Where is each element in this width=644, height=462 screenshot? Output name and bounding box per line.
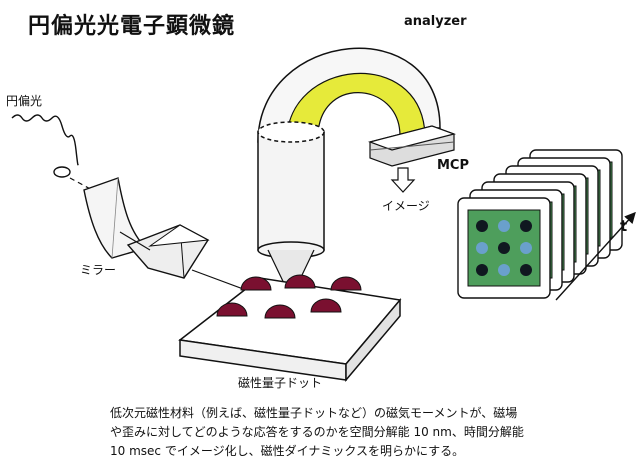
label-time-axis: t xyxy=(620,217,628,235)
electron-column xyxy=(257,121,325,300)
frame-dot xyxy=(498,264,510,276)
frame-dot xyxy=(476,264,488,276)
caption-line: 10 msec でイメージ化し、磁性ダイナミックスを明らかにする。 xyxy=(110,444,465,458)
frame-dot xyxy=(498,220,510,232)
caption-line: や歪みに対してどのような応答をするのかを空間分解能 10 nm、時間分解能 xyxy=(110,425,524,439)
magnetic-dot xyxy=(284,274,316,289)
magnetic-dot xyxy=(330,276,362,291)
page-title: 円偏光光電子顕微鏡 xyxy=(28,14,236,39)
label-mirror: ミラー xyxy=(80,263,117,277)
frame-dot xyxy=(498,242,510,254)
image-frame xyxy=(457,197,551,299)
magnetic-dot xyxy=(216,302,248,317)
magnetic-dot xyxy=(240,276,272,291)
caption: 低次元磁性材料（例えば、磁性量子ドットなど）の磁気モーメントが、磁場 や歪みに対… xyxy=(110,404,630,461)
image-frames xyxy=(457,149,623,299)
time-axis xyxy=(555,211,636,301)
sample-substrate xyxy=(178,277,402,383)
caption-line: 低次元磁性材料（例えば、磁性量子ドットなど）の磁気モーメントが、磁場 xyxy=(110,406,518,420)
label-image: イメージ xyxy=(382,199,430,213)
frame-dot xyxy=(476,242,488,254)
frame-dot xyxy=(520,242,532,254)
label-circular-polarization: 円偏光 xyxy=(6,94,43,108)
prism xyxy=(119,224,210,279)
magnetic-dot xyxy=(264,304,296,319)
frame-dot xyxy=(520,220,532,232)
label-magnetic-dots: 磁性量子ドット xyxy=(238,376,323,390)
label-mcp: MCP xyxy=(437,158,470,173)
magnetic-dots xyxy=(216,274,362,319)
frame-dot xyxy=(520,264,532,276)
analyzer-hemisphere xyxy=(257,47,441,143)
magnetic-dot xyxy=(310,298,342,313)
frame-dot xyxy=(476,220,488,232)
label-analyzer: analyzer xyxy=(404,14,467,29)
mcp-detector xyxy=(367,125,457,193)
